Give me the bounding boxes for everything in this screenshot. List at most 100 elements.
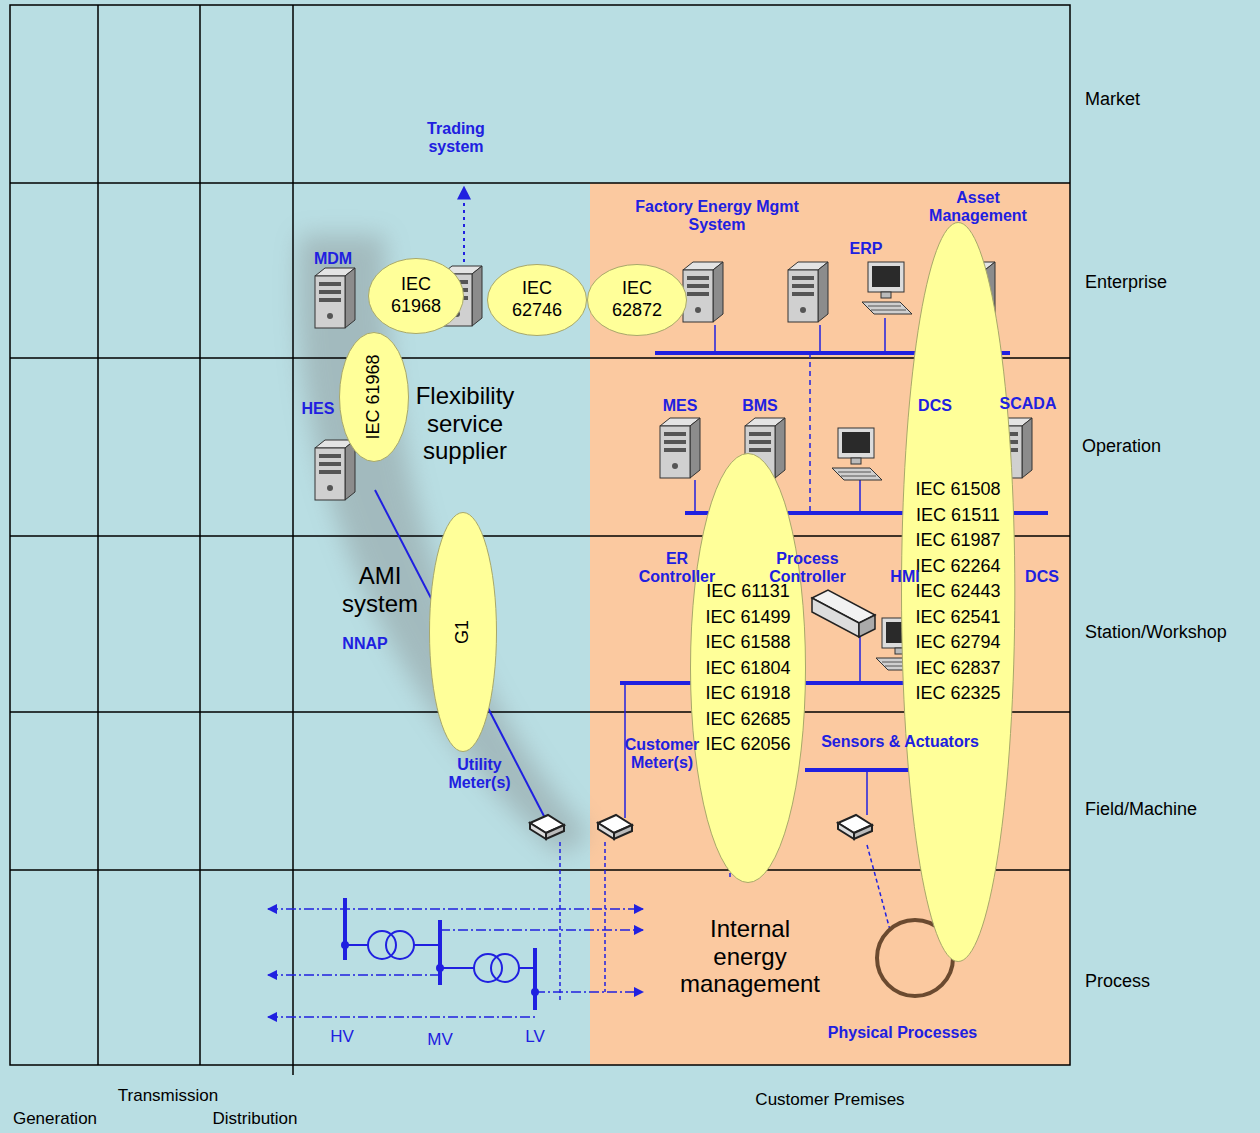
standard-code: IEC 61804	[705, 655, 790, 681]
meter-drop-lines	[604, 842, 606, 992]
one-line-diagram	[438, 920, 442, 985]
standard-ellipse: IEC 61968	[368, 258, 464, 334]
ellipse-shape	[588, 265, 687, 336]
one-line-diagram	[386, 931, 414, 959]
ellipse-shape	[488, 265, 587, 336]
system-label: DCS	[1012, 568, 1072, 586]
meter-drop-lines	[560, 842, 890, 1003]
area-label: AMI system	[330, 562, 430, 617]
standard-code: IEC 62685	[705, 706, 790, 732]
standard-ellipse: IEC 62872	[587, 264, 687, 336]
standard-code: IEC 62541	[915, 605, 1000, 631]
bus-lines	[859, 480, 861, 513]
bus-lines	[463, 187, 465, 262]
ellipse-text-group: IEC 61968	[363, 354, 385, 439]
process-controller-icon	[812, 590, 875, 637]
ellipse-text-group: IEC 61508IEC 61511IEC 61987IEC 62264IEC …	[915, 477, 1000, 707]
ellipse-shape	[901, 223, 1014, 962]
one-line-diagram	[440, 967, 474, 969]
one-line-diagram	[342, 942, 348, 948]
one-line-diagram	[533, 948, 537, 1010]
system-label: Factory Energy Mgmt System	[632, 198, 802, 235]
standard-code: IEC 61499	[705, 604, 790, 630]
standard-ellipse: IEC 61131IEC 61499IEC 61588IEC 61804IEC …	[690, 453, 806, 883]
row-label: Field/Machine	[1085, 799, 1197, 820]
standard-code: G1	[452, 620, 474, 644]
process-controller-icon	[812, 598, 859, 637]
ami-shadow	[297, 235, 590, 855]
grid-lines	[10, 5, 1070, 1075]
one-line-diagram	[491, 954, 519, 982]
standard-ellipse: IEC 61968	[339, 332, 409, 462]
row-label: Station/Workshop	[1085, 622, 1227, 643]
meter-drop-lines	[559, 842, 561, 1003]
standard-code: IEC 61918	[705, 681, 790, 707]
standard-code: IEC 62264	[915, 554, 1000, 580]
ellipse-text-group: IEC 61968	[386, 274, 446, 317]
voltage-label: HV	[322, 1027, 362, 1047]
column-label: Distribution	[200, 1109, 310, 1129]
ellipse-text-group: IEC 61131IEC 61499IEC 61588IEC 61804IEC …	[705, 579, 790, 758]
system-label: MES	[650, 397, 710, 415]
one-line-diagram	[414, 944, 440, 946]
ellipse-shape	[369, 259, 464, 334]
one-line-diagram	[437, 965, 443, 971]
one-line-diagram	[345, 898, 535, 1010]
system-label: Physical Processes	[820, 1024, 985, 1042]
grid-lines	[292, 5, 294, 1075]
grid-lines	[10, 5, 1070, 1065]
one-line-diagram	[440, 929, 643, 931]
system-label: Process Controller	[760, 550, 855, 587]
server-icons	[315, 268, 355, 328]
server-icons	[660, 418, 700, 478]
grid-lines	[10, 357, 1070, 359]
standard-ellipse: IEC 61508IEC 61511IEC 61987IEC 62264IEC …	[901, 222, 1015, 962]
row-label: Market	[1085, 89, 1140, 110]
system-label: HES	[288, 400, 348, 418]
standard-code: IEC 61508	[915, 477, 1000, 503]
system-label: ER Controller	[632, 550, 722, 587]
row-label: Process	[1085, 971, 1150, 992]
workstation-icons	[862, 262, 912, 314]
meter-icons	[530, 815, 564, 839]
ellipse-shape	[430, 513, 497, 752]
meter-drop-lines	[867, 845, 890, 930]
standard-ellipse: IEC 62746	[487, 264, 587, 336]
standard-code: IEC 61588	[705, 630, 790, 656]
one-line-diagram	[474, 954, 502, 982]
customer-region	[590, 183, 1070, 1065]
standard-code: IEC 62746	[507, 278, 567, 321]
standard-code: IEC 61987	[915, 528, 1000, 554]
bus-lines	[884, 318, 886, 353]
one-line-diagram	[268, 1016, 535, 1018]
one-line-diagram	[368, 931, 396, 959]
one-line-diagram	[342, 931, 538, 995]
bus-lines	[694, 480, 696, 513]
standard-code: IEC 62056	[705, 732, 790, 758]
area-label: Flexibility service supplier	[400, 382, 530, 465]
bus-lines	[866, 770, 868, 815]
grid-lines	[10, 182, 1070, 184]
one-line-diagram	[268, 974, 440, 976]
one-line-diagram	[268, 909, 643, 1017]
system-label: Sensors & Actuators	[815, 733, 985, 751]
column-label: Generation	[10, 1109, 100, 1129]
one-line-diagram	[268, 908, 643, 910]
system-label: HMI	[875, 568, 935, 586]
standard-code: IEC 62872	[607, 278, 667, 321]
ellipse-shape	[340, 333, 409, 462]
voltage-label: LV	[515, 1027, 555, 1047]
column-label: Customer Premises	[730, 1090, 930, 1110]
grid-lines	[199, 5, 201, 1065]
system-label: SCADA	[990, 395, 1066, 413]
standard-code: IEC 61511	[916, 503, 1000, 529]
meter-icons	[838, 815, 872, 839]
row-label: Operation	[1082, 436, 1161, 457]
system-label: DCS	[905, 397, 965, 415]
grid-lines	[10, 869, 1070, 871]
server-icons	[315, 440, 355, 500]
meter-icons	[598, 815, 632, 839]
workstation-icons	[832, 428, 882, 480]
